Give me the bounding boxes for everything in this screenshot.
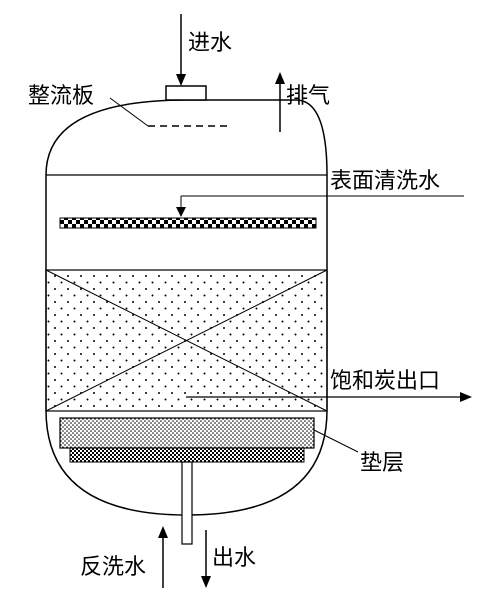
saturated-carbon-outlet-arrow — [186, 392, 472, 402]
water-in-arrow — [176, 14, 186, 86]
surface-wash-arrowhead — [176, 207, 186, 217]
saturated-carbon-outlet-label: 饱和炭出口 — [330, 369, 440, 394]
tank-outline — [45, 99, 328, 516]
cushion-layer — [59, 417, 315, 449]
backwash-arrow — [158, 526, 168, 588]
surface-wash-pipe — [59, 217, 317, 229]
surface-wash-label: 表面清洗水 — [330, 169, 440, 194]
outlet-pipe — [181, 461, 193, 545]
backwash-label: 反洗水 — [80, 555, 146, 580]
support-plate — [69, 447, 305, 463]
exhaust-arrow — [275, 72, 285, 132]
water-in-label: 进水 — [188, 31, 232, 56]
flow-plate-leader — [109, 97, 149, 127]
inlet-nozzle — [165, 85, 207, 101]
exhaust-label: 排气 — [286, 84, 330, 109]
cushion-layer-label: 垫层 — [360, 451, 404, 476]
water-out-label: 出水 — [212, 546, 256, 571]
water-out-arrow — [201, 530, 211, 588]
cushion-layer-leader — [313, 429, 359, 453]
carbon-bed-diagonal-2 — [45, 269, 328, 412]
flow-plate-label: 整流板 — [28, 84, 94, 109]
